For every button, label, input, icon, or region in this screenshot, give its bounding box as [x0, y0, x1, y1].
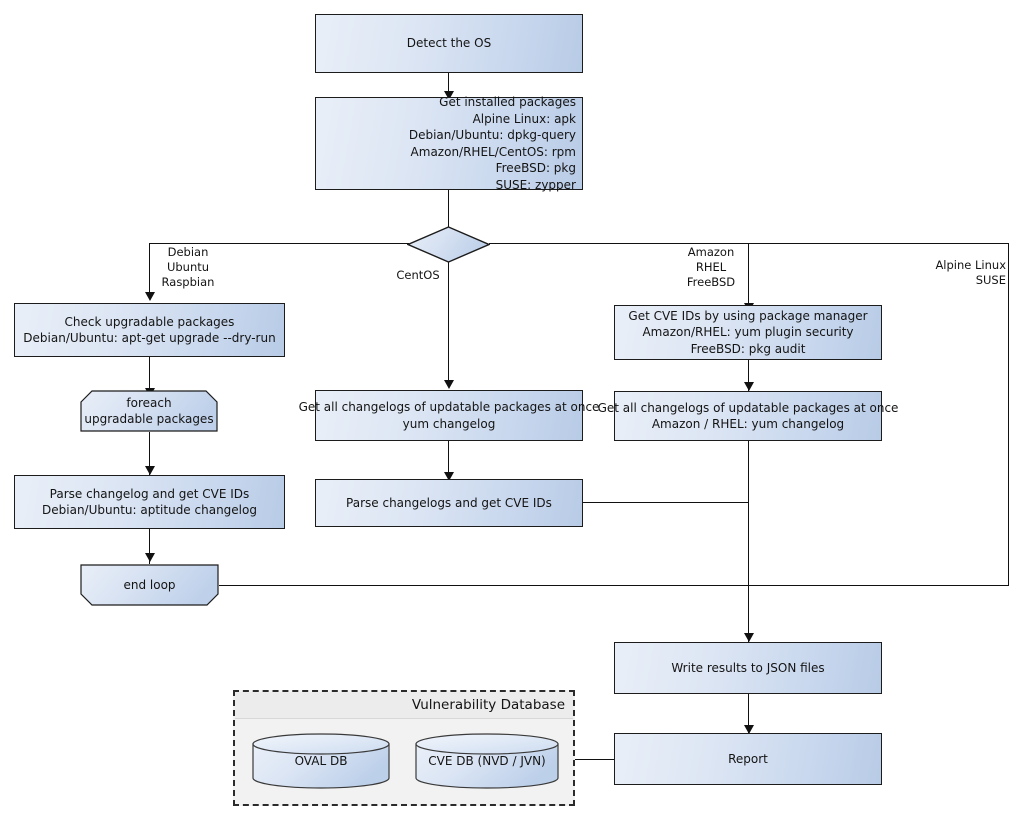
node-label: Write results to JSON files: [671, 660, 825, 675]
line: Alpine Linux: [935, 258, 1006, 272]
line: upgradable packages: [84, 412, 214, 426]
node-label: Get all changelogs of updatable packages…: [598, 400, 899, 433]
connector-cve-to-rhel-changelogs: [748, 360, 749, 391]
arrowhead-parse-changelog-deb: [145, 466, 155, 475]
connector-cvedb-to-report: [556, 759, 614, 760]
connector-installed-to-decision: [448, 190, 449, 227]
connector-centos-changelogs-to-parse: [448, 441, 449, 481]
line: FreeBSD: [686, 275, 736, 289]
branch-label-alpine-suse: Alpine Linux SUSE: [888, 258, 1006, 288]
node-centos-get-all-changelogs[interactable]: Get all changelogs of updatable packages…: [299, 390, 599, 441]
line: Debian/Ubuntu: aptitude changelog: [42, 503, 257, 517]
node-get-cve-ids-package-manager[interactable]: Get CVE IDs by using package manager Ama…: [614, 305, 882, 360]
line: Amazon / RHEL: yum changelog: [651, 417, 845, 431]
branch-label-centos: CentOS: [388, 268, 448, 283]
arrowhead-installed: [444, 91, 454, 100]
vulnerability-database-group: Vulnerability Database OVAL D: [233, 690, 575, 806]
arrowhead-centos-changelogs: [444, 380, 454, 389]
node-report[interactable]: Report: [614, 733, 882, 785]
node-label: Check upgradable packages Debian/Ubuntu:…: [23, 314, 275, 347]
connector-parse-to-endloop: [149, 529, 150, 564]
line: Debian/Ubuntu: dpkg-query: [408, 128, 576, 142]
line: Amazon/RHEL/CentOS: rpm: [410, 144, 576, 159]
node-label: Detect the OS: [406, 36, 492, 51]
vulnerability-database-title: Vulnerability Database: [235, 692, 573, 719]
line: Ubuntu: [166, 260, 210, 274]
line: Parse changelog and get CVE IDs: [49, 486, 250, 501]
node-label: Get all changelogs of updatable packages…: [299, 399, 600, 432]
line: FreeBSD: pkg audit: [690, 341, 806, 356]
line: foreach: [126, 395, 172, 410]
arrowhead-write-json: [744, 633, 754, 642]
line: FreeBSD: pkg: [495, 161, 576, 175]
connector-write-json-to-report: [748, 694, 749, 733]
node-write-results-json[interactable]: Write results to JSON files: [614, 642, 882, 694]
node-foreach-loop-start[interactable]: foreach upgradable packages: [80, 390, 218, 432]
arrowhead-end-loop: [145, 553, 155, 562]
line: yum changelog: [402, 416, 496, 431]
line: Amazon: [687, 245, 735, 259]
connector-alpine-branch: [1008, 243, 1009, 586]
line: CentOS: [396, 268, 440, 282]
node-label: Get installed packages Alpine Linux: apk…: [409, 94, 582, 193]
connector-trunk-to-write-json: [748, 441, 749, 642]
connector-check-to-foreach: [149, 357, 150, 390]
database-label: OVAL DB: [294, 754, 348, 768]
connector-bus-left: [149, 243, 409, 244]
line: Alpine Linux: apk: [472, 111, 576, 126]
line: Raspbian: [161, 275, 215, 289]
arrowhead-parse-changelogs-centos: [444, 472, 454, 481]
connector-centos-branch: [448, 262, 449, 382]
line: Get all changelogs of updatable packages…: [298, 400, 600, 414]
arrowhead-rhel-changelogs: [744, 382, 754, 391]
line: SUSE: [975, 273, 1006, 287]
database-label: CVE DB (NVD / JVN): [428, 754, 546, 768]
connector-alpine-to-endloop-bus: [219, 585, 1009, 586]
arrowhead-report: [744, 725, 754, 734]
line: Amazon/RHEL: yum plugin security: [642, 325, 854, 340]
node-rhel-get-all-changelogs[interactable]: Get all changelogs of updatable packages…: [598, 391, 898, 441]
line: Get CVE IDs by using package manager: [628, 308, 868, 323]
branch-label-amazon: Amazon RHEL FreeBSD: [676, 245, 746, 290]
node-check-upgradable-packages[interactable]: Check upgradable packages Debian/Ubuntu:…: [14, 303, 285, 357]
node-end-loop[interactable]: end loop: [80, 564, 219, 606]
connector-detect-to-installed: [448, 73, 449, 94]
node-label: Report: [728, 751, 768, 766]
line: Check upgradable packages: [64, 314, 235, 329]
node-get-installed-packages[interactable]: Get installed packages Alpine Linux: apk…: [315, 94, 583, 193]
database-cylinder-oval[interactable]: OVAL DB: [252, 733, 390, 789]
branch-label-debian: Debian Ubuntu Raspbian: [152, 245, 224, 290]
line: Debian: [167, 245, 209, 259]
node-os-decision-diamond[interactable]: [407, 226, 490, 263]
node-label: Get CVE IDs by using package manager Ama…: [628, 308, 867, 358]
node-detect-the-os[interactable]: Detect the OS: [315, 14, 583, 73]
node-label: end loop: [123, 577, 176, 592]
line: Get all changelogs of updatable packages…: [597, 400, 899, 415]
node-parse-changelogs-centos[interactable]: Parse changelogs and get CVE IDs: [315, 479, 583, 527]
line: SUSE: zypper: [495, 177, 576, 192]
connector-parse-centos-to-trunk: [582, 502, 749, 503]
line: Get installed packages: [439, 95, 576, 109]
connector-foreach-to-parse: [149, 432, 150, 475]
line: RHEL: [695, 260, 727, 274]
arrowhead-check-upgradable: [145, 292, 155, 301]
database-cylinder-cve[interactable]: CVE DB (NVD / JVN): [415, 733, 559, 789]
node-label: Parse changelogs and get CVE IDs: [346, 495, 552, 510]
connector-debian-branch: [149, 243, 150, 294]
line: Debian/Ubuntu: apt-get upgrade --dry-run: [23, 331, 276, 345]
node-parse-changelog-debian[interactable]: Parse changelog and get CVE IDs Debian/U…: [14, 475, 285, 529]
connector-amazon-branch: [748, 243, 749, 305]
node-label: Parse changelog and get CVE IDs Debian/U…: [42, 486, 257, 519]
node-label: foreach upgradable packages: [80, 395, 218, 428]
